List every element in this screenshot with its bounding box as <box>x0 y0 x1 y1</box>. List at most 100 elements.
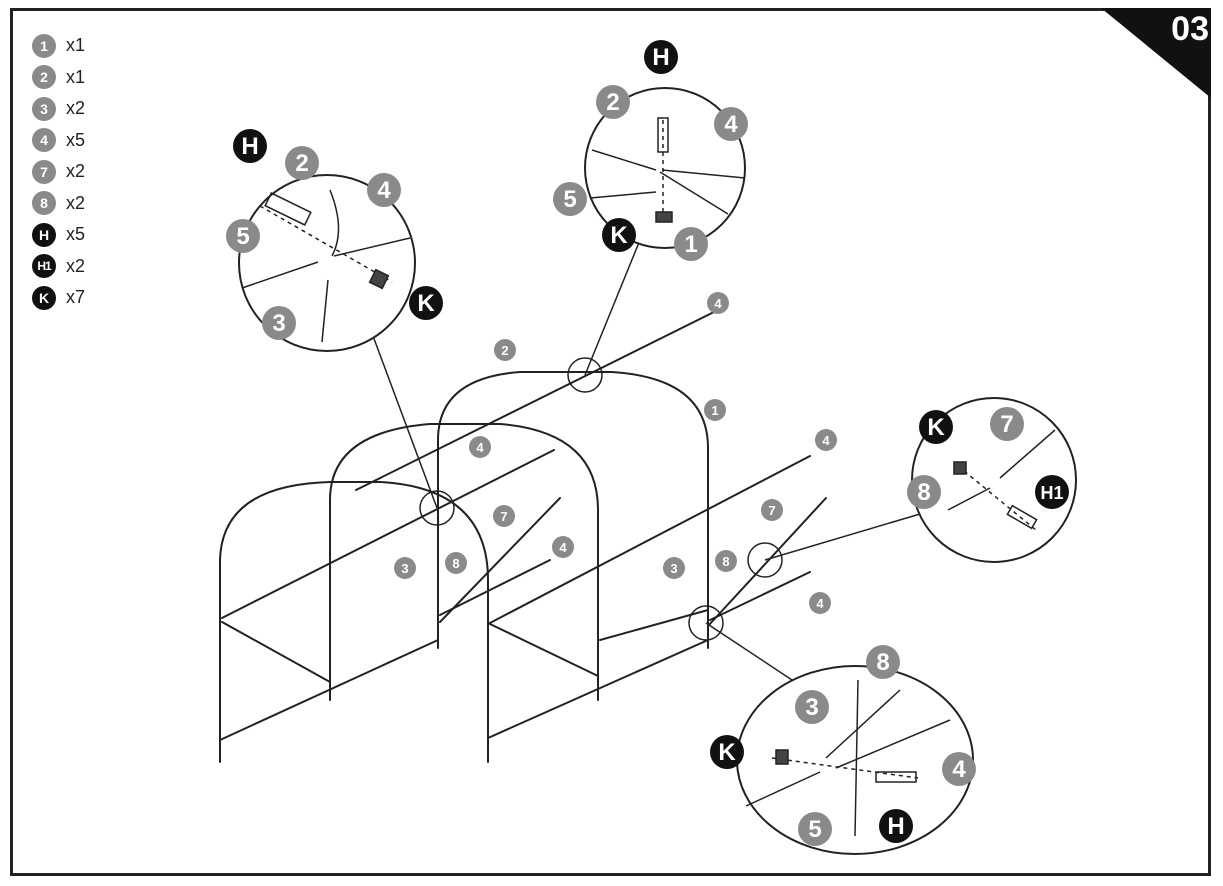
base-brace-rear <box>489 623 599 677</box>
legend-row: H1 x2 <box>32 251 85 283</box>
legend-row: 2 x1 <box>32 62 85 94</box>
part-quantity: x2 <box>66 161 86 182</box>
callout-label: 3 <box>805 694 818 721</box>
callout-label: 4 <box>377 177 391 204</box>
tube-detail <box>947 487 991 511</box>
upper-side-tube-right <box>487 455 811 625</box>
part-quantity: x5 <box>66 129 86 150</box>
callout-label: K <box>927 414 945 441</box>
legend-row: 3 x2 <box>32 93 85 125</box>
callout-label: 4 <box>952 756 966 783</box>
bolt-detail <box>657 117 669 153</box>
part-quantity: x7 <box>66 287 86 308</box>
legend-row: 8 x2 <box>32 188 85 220</box>
callout-label: 3 <box>272 310 285 337</box>
callout-label: 4 <box>559 540 567 555</box>
rear-hoop <box>437 371 709 649</box>
nut-detail <box>775 749 789 765</box>
leader-line <box>584 239 641 376</box>
base-brace-front <box>221 621 331 683</box>
detail-bubbles <box>238 87 1077 855</box>
joint-markers <box>419 357 783 641</box>
mid-brace <box>599 609 709 641</box>
detail-bubble-top <box>584 87 746 249</box>
bolt-detail <box>1006 504 1038 530</box>
part-badge: 7 <box>32 159 56 184</box>
tube-detail <box>591 149 657 171</box>
callout-badges: 2 1 4 4 4 4 4 7 7 3 3 8 8 H 2 <box>226 40 1069 846</box>
bolt-detail <box>875 771 917 783</box>
bolt-badge: H <box>32 222 56 247</box>
part-badge: 8 <box>32 191 56 216</box>
callout-label: 7 <box>1000 411 1013 438</box>
legend-row: 7 x2 <box>32 156 85 188</box>
part-quantity: x5 <box>66 224 86 245</box>
callout-label: 2 <box>295 150 308 177</box>
callout-label: 8 <box>876 649 889 676</box>
tube-detail <box>333 237 411 257</box>
diagonal-brace-right <box>707 497 827 627</box>
side-tube-short <box>439 559 551 616</box>
joint-marker <box>688 605 724 641</box>
callout-label: H <box>241 133 258 160</box>
bolt-axis <box>259 205 393 283</box>
callout-label: K <box>417 290 435 317</box>
tube-detail <box>659 171 729 215</box>
legend-row: H x5 <box>32 219 85 251</box>
diagonal-brace-left <box>439 497 561 623</box>
part-quantity: x1 <box>66 35 86 56</box>
part-quantity: x2 <box>66 192 86 213</box>
tube-detail <box>999 429 1056 479</box>
bolt-badge: H1 <box>32 254 56 279</box>
callout-label: 5 <box>808 816 821 843</box>
frame-tubes <box>219 307 827 763</box>
callout-label: 1 <box>684 231 697 258</box>
part-badge: 2 <box>32 65 56 90</box>
callout-label: 1 <box>711 403 718 418</box>
callout-label: 5 <box>563 186 576 213</box>
callout-label: 8 <box>917 479 930 506</box>
parts-legend: 1 x1 2 x1 3 x2 4 x5 7 x2 8 x2 H x5 H1 x2 <box>32 30 85 314</box>
legend-row: K x7 <box>32 282 85 314</box>
joint-marker <box>419 490 455 526</box>
tube-detail <box>321 279 329 343</box>
tube-detail <box>329 189 340 257</box>
callout-label: H <box>887 813 904 840</box>
callout-label: 4 <box>816 596 824 611</box>
ridge-tube <box>355 307 723 491</box>
middle-hoop <box>329 423 599 701</box>
callout-label: 4 <box>822 433 830 448</box>
lower-side-tube-left <box>219 639 439 741</box>
callout-label: 5 <box>236 223 249 250</box>
joint-marker <box>567 357 603 393</box>
tube-detail <box>745 771 821 807</box>
callout-label: K <box>610 222 628 249</box>
tube-detail <box>835 719 951 769</box>
callout-label: 3 <box>670 561 677 576</box>
callout-label: H1 <box>1040 483 1063 503</box>
bolt-axis <box>957 465 1037 531</box>
detail-parts <box>241 117 1056 837</box>
callout-label: 8 <box>722 554 729 569</box>
callout-label: 8 <box>452 556 459 571</box>
callout-label: 7 <box>500 509 507 524</box>
page-frame <box>10 8 1211 876</box>
callout-label: K <box>718 739 736 766</box>
step-corner-tab <box>1101 8 1211 98</box>
tube-detail <box>825 689 901 759</box>
tube-detail <box>589 191 657 199</box>
detail-leaders <box>372 239 921 681</box>
bolt-axis <box>771 757 919 779</box>
tube-detail <box>854 679 859 837</box>
legend-row: 4 x5 <box>32 125 85 157</box>
callout-label: 4 <box>724 111 738 138</box>
tube-detail <box>661 169 746 179</box>
nut-detail <box>655 211 673 223</box>
part-quantity: x2 <box>66 98 86 119</box>
nut-detail <box>953 461 967 475</box>
callout-label: H <box>652 44 669 71</box>
callout-label: 4 <box>714 296 722 311</box>
front-hoop <box>219 481 489 763</box>
